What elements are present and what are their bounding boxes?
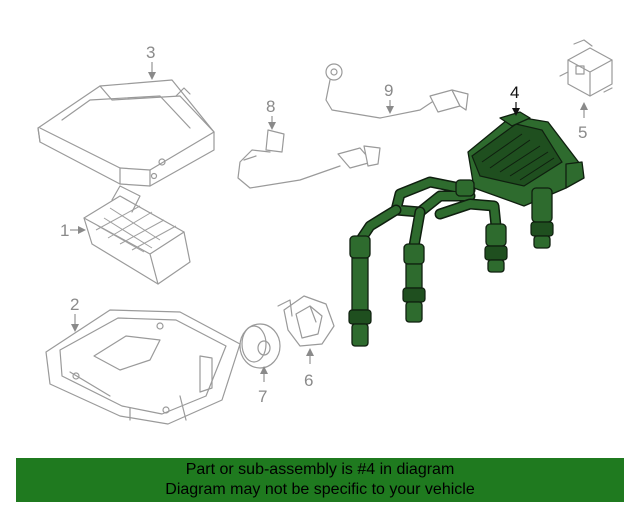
callout-9[interactable]: 9	[384, 81, 394, 114]
callout-4-label: 4	[510, 83, 519, 102]
plug-boot-1	[348, 235, 372, 347]
plug-boot-5	[455, 179, 475, 197]
notice-banner: Part or sub-assembly is #4 in diagram Di…	[16, 458, 624, 502]
banner-line-2: Diagram may not be specific to your vehi…	[165, 481, 475, 498]
callout-4[interactable]: 4	[510, 83, 520, 116]
part-2-tray[interactable]	[45, 309, 241, 425]
part-3-control-module[interactable]	[37, 79, 215, 187]
callout-8[interactable]: 8	[266, 97, 276, 130]
banner-line-1: Part or sub-assembly is #4 in diagram	[185, 461, 455, 478]
callout-1-label: 1	[60, 221, 69, 240]
part-9-sensor[interactable]	[325, 63, 469, 119]
part-1-module-block[interactable]	[83, 185, 191, 285]
callout-2[interactable]: 2	[70, 295, 79, 332]
part-4-ignition-coil[interactable]	[348, 111, 585, 347]
callout-5[interactable]: 5	[578, 102, 588, 142]
callout-6[interactable]: 6	[304, 348, 314, 390]
callout-6-label: 6	[304, 371, 313, 390]
callout-2-label: 2	[70, 295, 79, 314]
callout-7-label: 7	[258, 387, 267, 406]
callout-7[interactable]: 7	[258, 366, 268, 406]
plug-boot-4	[530, 187, 554, 249]
part-8-sensor[interactable]	[237, 129, 381, 189]
part-6-rotor[interactable]	[277, 295, 335, 347]
callout-1[interactable]: 1	[60, 221, 86, 240]
plug-boot-3	[484, 223, 508, 273]
callout-8-label: 8	[266, 97, 275, 116]
part-5-relay[interactable]	[559, 39, 613, 97]
callout-3[interactable]: 3	[146, 43, 156, 80]
callout-3-label: 3	[146, 43, 155, 62]
plug-boot-2	[402, 243, 426, 323]
part-7-disc[interactable]	[239, 323, 281, 369]
callout-9-label: 9	[384, 81, 393, 100]
callout-5-label: 5	[578, 123, 587, 142]
